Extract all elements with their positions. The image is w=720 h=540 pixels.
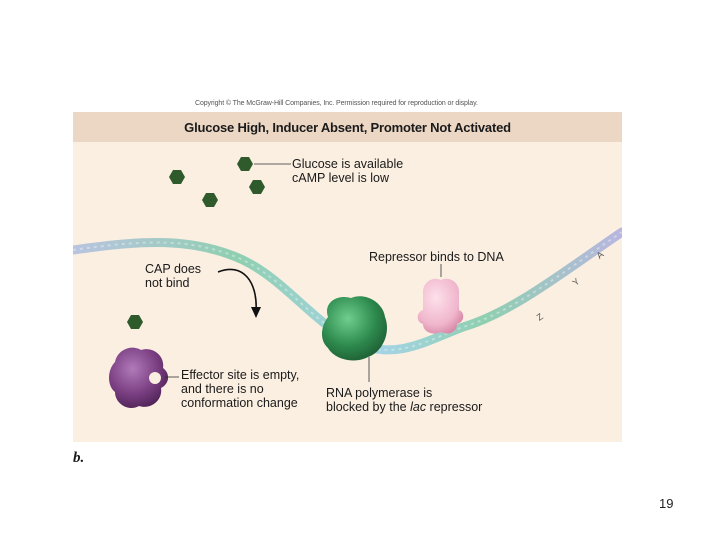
cap-arrow	[218, 269, 256, 312]
glucose-molecule-icon	[237, 157, 253, 171]
panel-letter: b.	[73, 450, 84, 467]
rna-polymerase-icon	[322, 296, 387, 360]
glucose-molecule-icon	[249, 180, 265, 194]
glucose-molecule-icon	[127, 315, 143, 329]
copyright-notice: Copyright © The McGraw-Hill Companies, I…	[195, 100, 525, 107]
polymerase-label: RNA polymerase is blocked by the lac rep…	[326, 386, 482, 414]
lac-repressor-icon	[418, 279, 464, 334]
cap-protein-icon	[109, 348, 168, 408]
repressor-label: Repressor binds to DNA	[369, 250, 504, 264]
glucose-molecule-icon	[169, 170, 185, 184]
lac-operon-figure: Glucose High, Inducer Absent, Promoter N…	[73, 112, 622, 442]
glucose-label: Glucose is available cAMP level is low	[292, 157, 403, 185]
glucose-molecule-icon	[202, 193, 218, 207]
effector-label: Effector site is empty, and there is no …	[181, 368, 299, 410]
page-number: 19	[659, 496, 673, 511]
cap-label: CAP does not bind	[145, 262, 201, 290]
